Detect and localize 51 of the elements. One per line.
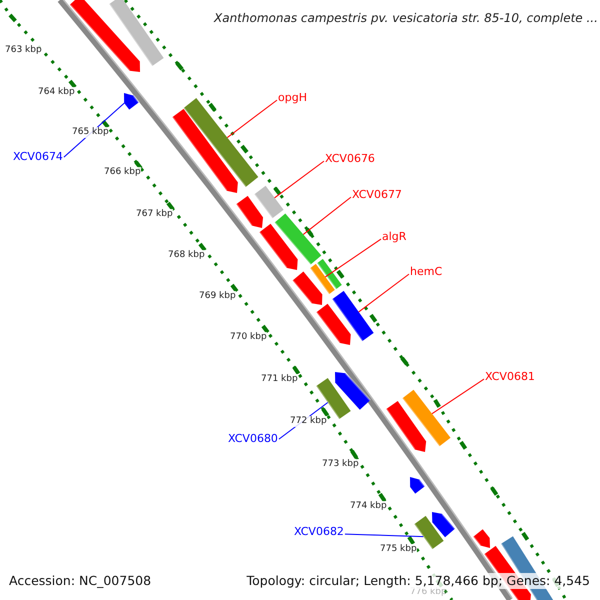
- gene-label: XCV0681: [485, 370, 535, 383]
- gene-block: [316, 258, 342, 290]
- leader-line: [226, 100, 278, 138]
- scale-label: 766 kbp: [104, 167, 141, 178]
- gene-block: [432, 512, 456, 538]
- gene-label: algR: [382, 230, 406, 243]
- gene-label: opgH: [278, 91, 307, 104]
- gene-label: hemC: [410, 265, 442, 278]
- gene-block: [309, 264, 335, 295]
- gene-block: [182, 98, 258, 188]
- scale-label: 771 kbp: [261, 374, 298, 385]
- scale-label: 774 kbp: [350, 501, 387, 512]
- gene-block: [316, 304, 351, 345]
- scale-label: 764 kbp: [38, 87, 75, 98]
- gene-label: XCV0674: [13, 150, 63, 163]
- gene-label: XCV0676: [325, 152, 375, 165]
- leader-line: [432, 378, 484, 414]
- scale-label: 775 kbp: [380, 544, 417, 555]
- scale-label: 769 kbp: [199, 291, 236, 302]
- gene-block: [472, 529, 490, 548]
- gene-block: [172, 108, 238, 193]
- gene-block: [332, 290, 374, 342]
- scale-label: 768 kbp: [168, 250, 205, 261]
- gene-label: XCV0682: [294, 525, 344, 538]
- scale-label: 763 kbp: [5, 45, 42, 56]
- gene-label: XCV0677: [352, 188, 402, 201]
- gene-block: [274, 213, 322, 266]
- gene-label: XCV0680: [228, 432, 278, 445]
- leader-line: [344, 534, 424, 538]
- genome-info-text: Topology: circular; Length: 5,178,466 bp; Genes: 4,545: [246, 573, 590, 589]
- scale-label: 773 kbp: [322, 459, 359, 470]
- leader-line: [358, 274, 410, 312]
- scale-label: 772 kbp: [290, 416, 327, 427]
- gene-block: [410, 477, 426, 494]
- gene-block: [335, 372, 371, 410]
- accession-text: Accession: NC_007508: [9, 573, 152, 589]
- gene-block: [124, 93, 140, 110]
- scale-label: 765 kbp: [72, 127, 109, 138]
- leader-line: [274, 160, 324, 198]
- gene-block: [236, 196, 264, 228]
- gene-block: [292, 272, 322, 305]
- gene-block: [69, 0, 140, 72]
- scale-label: 767 kbp: [136, 209, 173, 220]
- gene-block: [385, 400, 426, 452]
- scale-label: 770 kbp: [230, 332, 267, 343]
- gene-block: [108, 0, 164, 67]
- leader-line: [324, 238, 382, 278]
- gene-block: [258, 224, 298, 270]
- gene-block: [402, 390, 451, 447]
- gene-block: [254, 186, 284, 219]
- leader-line: [302, 196, 352, 235]
